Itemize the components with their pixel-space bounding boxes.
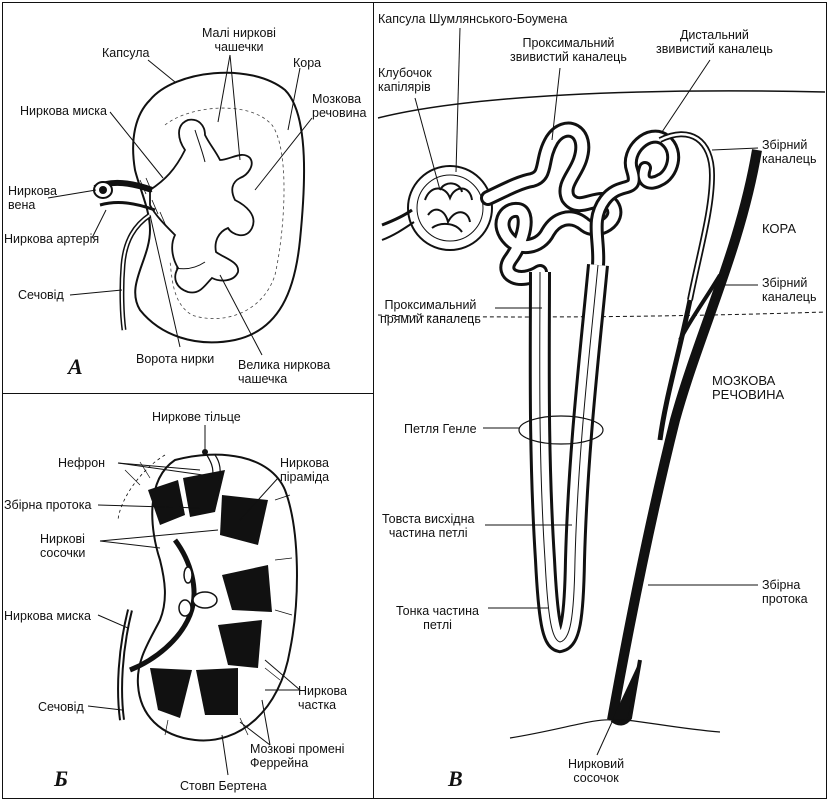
label-ureter-b: Сечовід <box>38 700 84 714</box>
loop-of-henle <box>528 263 609 654</box>
label-cortex-c: КОРА <box>762 221 797 236</box>
label-renal-pelvis-a: Ниркова миска <box>20 104 107 118</box>
label-ureter-a: Сечовід <box>18 288 64 302</box>
henle-highlight-ring <box>518 415 604 445</box>
label-capsule-a: Капсула <box>102 46 150 60</box>
pyramid-1 <box>148 480 185 525</box>
label-bertin-column: Стовп Бертена <box>180 779 267 793</box>
distal-convoluted-tubule <box>589 129 681 272</box>
pyramid-2 <box>183 470 225 517</box>
kidney-surface-line <box>377 90 826 119</box>
label-renal-artery: Ниркова артерія <box>4 232 100 246</box>
label-renal-papillae: Ниркові сосочки <box>40 532 86 560</box>
label-medulla-c: МОЗКОВА РЕЧОВИНА <box>712 373 785 402</box>
pyramid-3 <box>220 495 268 545</box>
label-renal-corpuscle: Ниркове тільце <box>152 410 241 424</box>
label-collecting-tubule-1: Збірний каналець <box>762 138 817 166</box>
label-thick-ascending: Товста висхідна частина петлі <box>382 512 475 540</box>
label-major-calyx: Велика ниркова чашечка <box>238 358 331 386</box>
label-medulla-a: Мозкова речовина <box>312 92 367 120</box>
label-ferrein-rays: Мозкові промені Феррейна <box>250 742 345 770</box>
renal-artery <box>99 201 156 212</box>
label-distal-convoluted: Дистальний звивистий каналець <box>656 28 773 56</box>
panel-letter-a: А <box>68 354 83 379</box>
panel-letter-c: В <box>448 766 463 791</box>
label-renal-pyramid: Ниркова піраміда <box>280 456 330 484</box>
panel-c-frame <box>373 2 827 799</box>
pyramid-4 <box>222 565 272 612</box>
collecting-duct <box>607 149 762 721</box>
label-renal-lobe: Ниркова частка <box>298 684 347 712</box>
label-collecting-duct-b: Збірна протока <box>4 498 92 512</box>
label-bowman-capsule: Капсула Шумлянського-Боумена <box>378 12 568 26</box>
label-collecting-tubule-2: Збірний каналець <box>762 276 817 304</box>
label-thin-part: Тонка частина петлі <box>396 604 479 632</box>
proximal-convoluted-tubule <box>480 121 623 286</box>
kidney-section-outline <box>136 453 298 742</box>
bowman-capsule <box>407 165 493 251</box>
label-loop-of-henle: Петля Генле <box>404 422 477 436</box>
label-cortex-a: Кора <box>293 56 322 70</box>
label-collecting-duct-c: Збірна протока <box>762 578 808 606</box>
label-renal-papilla: Нирковий сосочок <box>568 757 625 785</box>
label-renal-pelvis-b: Ниркова миска <box>4 609 91 623</box>
renal-pelvis-b <box>129 538 197 673</box>
cortex-medulla-boundary <box>377 311 826 318</box>
label-minor-calyces: Малі ниркові чашечки <box>202 26 276 54</box>
label-proximal-straight: Проксимальний прямий каналець <box>380 298 481 326</box>
kidney-capsule-outline <box>132 71 306 344</box>
label-nephron: Нефрон <box>58 456 106 470</box>
panel-letter-b: Б <box>54 766 68 791</box>
pyramid-5 <box>218 620 262 668</box>
renal-pelvis-shape <box>149 118 255 294</box>
pyramid-6 <box>196 668 238 715</box>
pyramid-7 <box>150 668 192 718</box>
label-glomerulus: Клубочок капілярів <box>378 66 432 94</box>
glomerulus-capillaries <box>424 182 473 233</box>
label-renal-vein: Ниркова вена <box>8 184 57 212</box>
renal-papilla-surface <box>509 719 721 739</box>
label-proximal-convoluted: Проксимальний звивистий каналець <box>510 36 627 64</box>
label-hilum: Ворота нирки <box>136 352 215 366</box>
